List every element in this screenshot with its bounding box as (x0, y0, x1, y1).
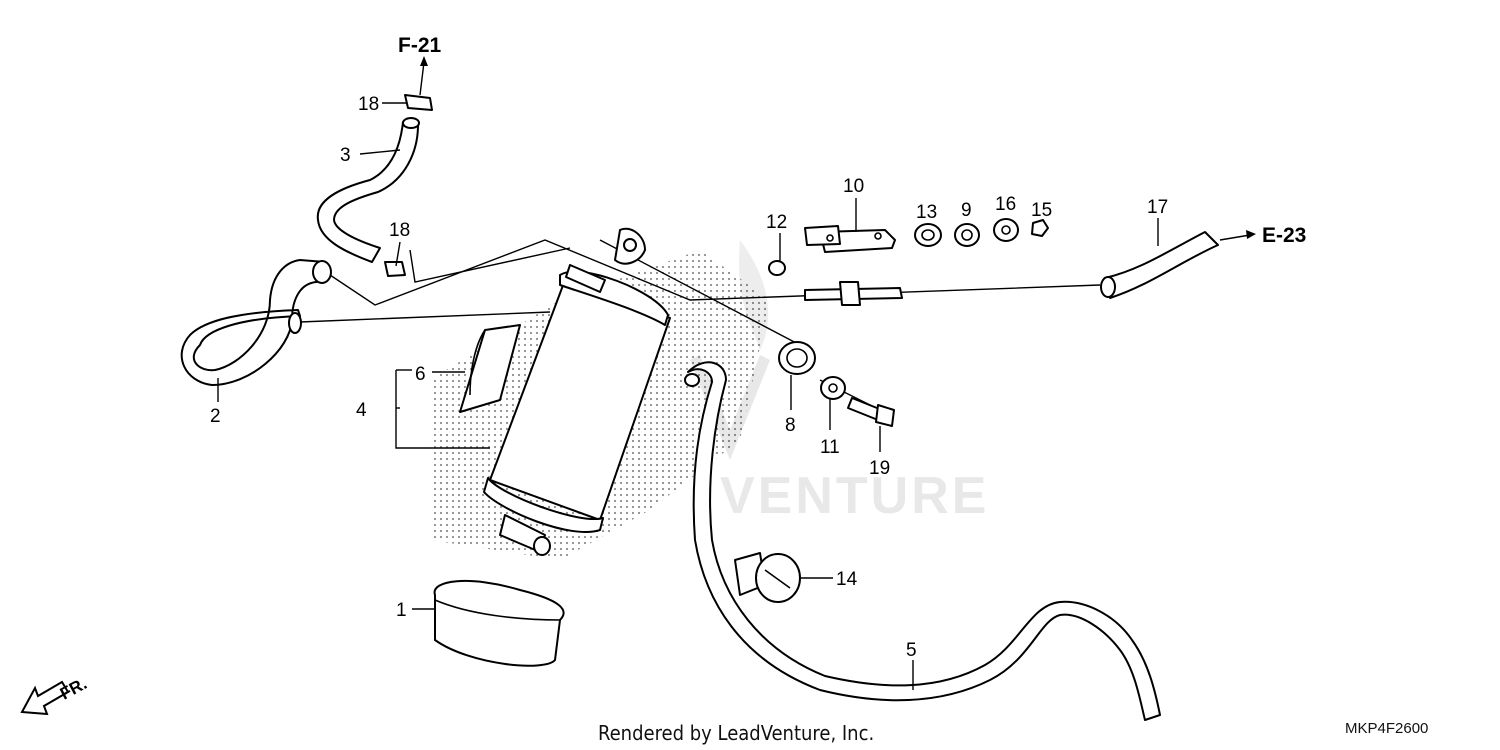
label-leaders (217, 102, 1159, 690)
part-label-19: 19 (869, 458, 890, 479)
part-label-14: 14 (836, 569, 858, 590)
part-4-canister (483, 227, 671, 556)
part-label-17: 17 (1147, 197, 1168, 218)
part-label-2: 2 (210, 406, 221, 427)
part-14-cap (734, 552, 801, 603)
part-8-grommet (778, 341, 816, 375)
part-18-clamp-mid (384, 261, 406, 277)
ref-label-f21: F-21 (398, 34, 442, 57)
part-16-washer (993, 218, 1019, 242)
part-1-band (433, 580, 565, 667)
part-label-8: 8 (785, 415, 796, 436)
part-label-10: 10 (843, 176, 864, 197)
ref-arrow-right (1219, 230, 1256, 241)
part-9-washer (954, 223, 980, 247)
part-label-13: 13 (916, 202, 937, 223)
part-label-18: 18 (389, 220, 410, 241)
part-15-nut (1031, 219, 1049, 237)
part-label-18: 18 (358, 94, 379, 115)
part-13-grommet (914, 223, 942, 247)
part-5-hose (684, 361, 1161, 721)
part-label-12: 12 (766, 212, 787, 233)
front-label: FR. (57, 674, 90, 704)
ref-arrow-top (419, 56, 428, 96)
part-label-1: 1 (396, 600, 407, 621)
part-19-bolt (847, 397, 895, 427)
part-label-6: 6 (415, 364, 426, 385)
part-3-hose (316, 117, 420, 263)
ref-label-e23: E-23 (1262, 224, 1306, 247)
part-2-hose (180, 259, 332, 386)
part-6-pad (459, 324, 521, 413)
watermark-text: VENTURE (720, 467, 989, 525)
part-label-4: 4 (356, 400, 367, 421)
part-17-hose (1100, 231, 1219, 299)
diagram-code: MKP4F2600 (1345, 720, 1428, 737)
part-18-clamp-top (404, 94, 433, 111)
part-11-washer (820, 376, 846, 400)
part-label-16: 16 (995, 194, 1016, 215)
part-label-5: 5 (906, 640, 917, 661)
credit-text: Rendered by LeadVenture, Inc. (598, 721, 874, 745)
part-label-3: 3 (340, 145, 351, 166)
part-label-15: 15 (1031, 200, 1052, 221)
part-label-9: 9 (961, 200, 972, 221)
part-12-nut (768, 260, 786, 276)
part-10-valve (804, 225, 903, 306)
front-indicator: FR. (20, 674, 90, 716)
front-arrow-icon (20, 680, 70, 716)
part-label-11: 11 (820, 437, 840, 458)
